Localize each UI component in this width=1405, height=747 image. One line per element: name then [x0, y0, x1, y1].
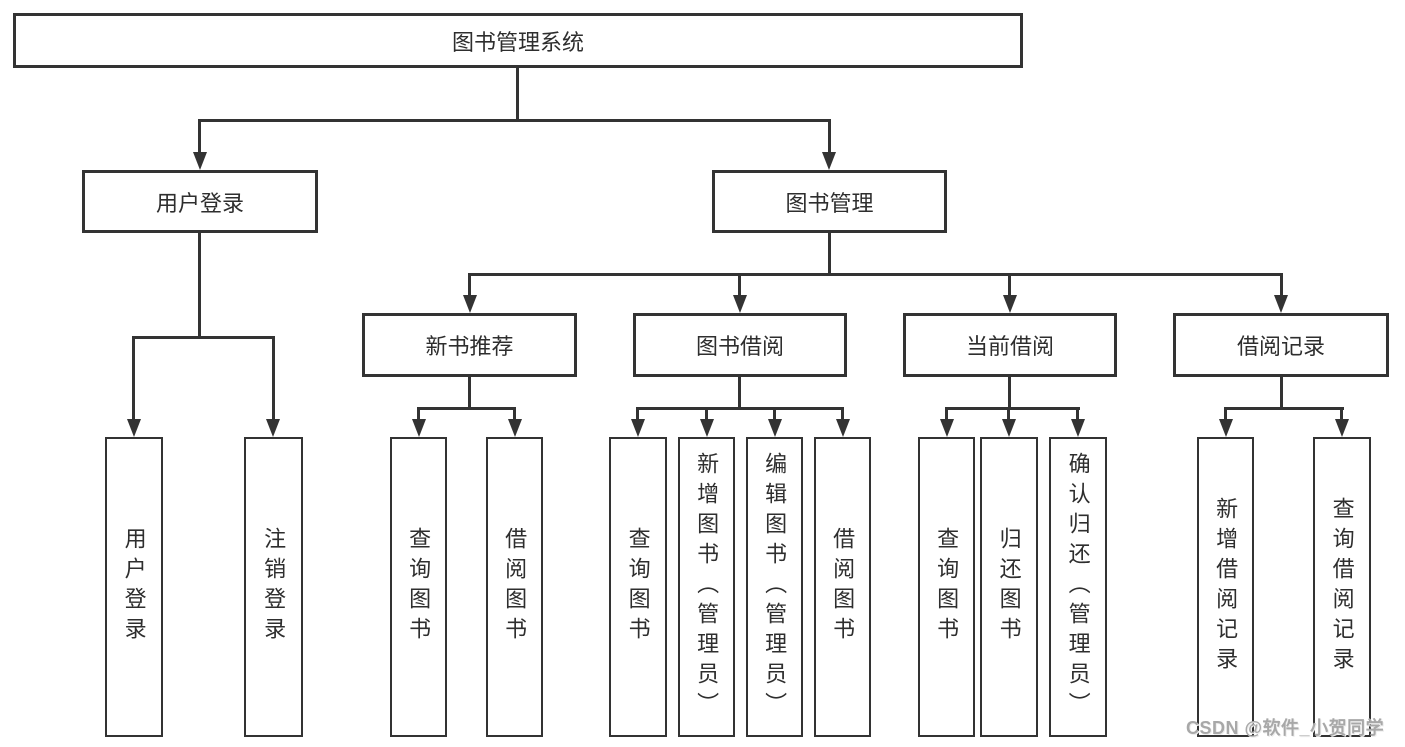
connector-recommend-stem [468, 377, 471, 407]
node-label: 图书管理 [785, 190, 874, 216]
node-user-login: 用户登录 [82, 170, 318, 233]
connector-records-crossbar [1224, 407, 1344, 410]
connector-drop-level3 [738, 273, 741, 297]
leaf-label: 查询图书 [934, 527, 960, 647]
leaf-query-books-borrowing: 查询图书 [609, 437, 667, 737]
arrow-down-icon [768, 419, 782, 437]
connector-drop-leaf [1340, 407, 1343, 421]
connector-root-stem [516, 68, 519, 119]
arrow-down-icon [412, 419, 426, 437]
arrow-down-icon [266, 419, 280, 437]
arrow-down-icon [463, 295, 477, 313]
node-new-book-recommend: 新书推荐 [362, 313, 577, 377]
arrow-down-icon [508, 419, 522, 437]
leaf-edit-book-admin: 编辑图书（管理员） [746, 437, 803, 737]
node-label: 用户登录 [155, 190, 244, 216]
node-book-management: 图书管理 [712, 170, 947, 233]
connector-drop-leaf [513, 407, 516, 421]
node-label: 当前借阅 [965, 334, 1054, 359]
leaf-label: 查询图书 [406, 527, 432, 647]
connector-drop-leaf [841, 407, 844, 421]
connector-borrowing-crossbar [636, 407, 844, 410]
connector-root-crossbar [198, 119, 831, 122]
leaf-confirm-return-admin: 确认归还（管理员） [1049, 437, 1107, 737]
arrow-down-icon [1274, 295, 1288, 313]
connector-drop-book-management [828, 119, 831, 156]
connector-book-management-stem [828, 233, 831, 273]
leaf-label: 注销登录 [261, 527, 287, 647]
leaf-label: 编辑图书（管理员） [762, 452, 788, 722]
connector-current-crossbar [945, 407, 1080, 410]
arrow-down-icon [1335, 419, 1349, 437]
arrow-down-icon [1071, 419, 1085, 437]
connector-recommend-crossbar [417, 407, 516, 410]
arrow-down-icon [1003, 295, 1017, 313]
arrow-down-icon [631, 419, 645, 437]
connector-drop-leaf [945, 407, 948, 421]
connector-drop-leaf [132, 336, 135, 421]
connector-drop-level3 [1008, 273, 1011, 297]
connector-book-management-crossbar [468, 273, 1282, 276]
node-label: 图书管理系统 [451, 29, 584, 55]
leaf-return-books: 归还图书 [980, 437, 1038, 737]
arrow-down-icon [127, 419, 141, 437]
leaf-query-books-recommend: 查询图书 [390, 437, 447, 737]
csdn-watermark: CSDN @软件_小贺同学 [1186, 718, 1385, 738]
node-current-borrowing: 当前借阅 [903, 313, 1117, 377]
connector-drop-leaf [1224, 407, 1227, 421]
leaf-user-login: 用户登录 [105, 437, 163, 737]
connector-drop-leaf [1076, 407, 1079, 421]
leaf-label: 归还图书 [996, 527, 1022, 647]
connector-current-stem [1008, 377, 1011, 407]
leaf-borrow-books-recommend: 借阅图书 [486, 437, 543, 737]
node-book-borrowing: 图书借阅 [633, 313, 847, 377]
arrow-down-icon [193, 152, 207, 170]
node-library-management-system: 图书管理系统 [13, 13, 1023, 68]
arrow-down-icon [1219, 419, 1233, 437]
arrow-down-icon [1002, 419, 1016, 437]
node-borrowing-records: 借阅记录 [1173, 313, 1389, 377]
leaf-query-books-current: 查询图书 [918, 437, 975, 737]
arrow-down-icon [733, 295, 747, 313]
arrow-down-icon [836, 419, 850, 437]
node-label: 新书推荐 [425, 334, 514, 359]
leaf-borrow-books: 借阅图书 [814, 437, 871, 737]
arrow-down-icon [700, 419, 714, 437]
connector-records-stem [1280, 377, 1283, 407]
connector-drop-leaf [636, 407, 639, 421]
arrow-down-icon [940, 419, 954, 437]
connector-drop-leaf [705, 407, 708, 421]
leaf-label: 借阅图书 [830, 527, 856, 647]
leaf-label: 新增图书（管理员） [694, 452, 720, 722]
leaf-label: 用户登录 [121, 527, 147, 647]
connector-drop-leaf [773, 407, 776, 421]
connector-drop-leaf [1007, 407, 1010, 421]
leaf-label: 确认归还（管理员） [1065, 452, 1091, 722]
leaf-label: 查询图书 [625, 527, 651, 647]
leaf-label: 借阅图书 [502, 527, 528, 647]
arrow-down-icon [822, 152, 836, 170]
connector-drop-leaf [417, 407, 420, 421]
connector-user-login-stem [198, 233, 201, 336]
node-label: 借阅记录 [1236, 334, 1325, 359]
leaf-add-borrow-record: 新增借阅记录 [1197, 437, 1254, 737]
leaf-add-book-admin: 新增图书（管理员） [678, 437, 735, 737]
connector-drop-user-login [198, 119, 201, 156]
connector-drop-leaf [272, 336, 275, 421]
connector-drop-level3 [1280, 273, 1283, 297]
leaf-label: 新增借阅记录 [1213, 497, 1239, 677]
leaf-query-borrow-record: 查询借阅记录 [1313, 437, 1371, 737]
connector-drop-level3 [468, 273, 471, 297]
connector-borrowing-stem [738, 377, 741, 407]
connector-user-login-crossbar [132, 336, 275, 339]
leaf-logout: 注销登录 [244, 437, 303, 737]
leaf-label: 查询借阅记录 [1329, 497, 1355, 677]
node-label: 图书借阅 [695, 334, 784, 359]
